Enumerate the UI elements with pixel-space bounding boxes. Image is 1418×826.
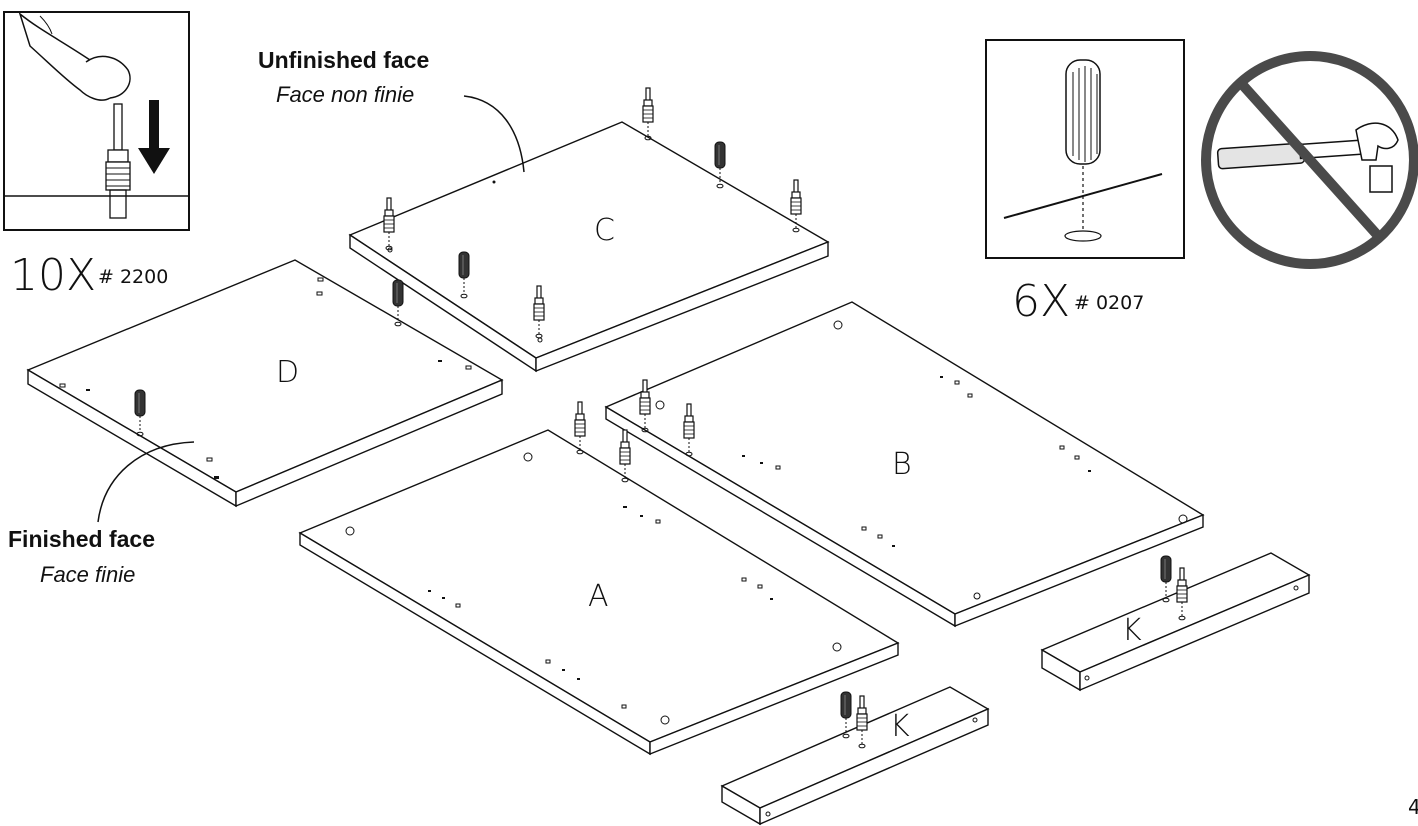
arrow-down-icon: [138, 100, 170, 174]
cam-bolt-icon: [574, 401, 586, 455]
bolt-icon: [105, 103, 131, 219]
inset-cam-bolt: [3, 11, 190, 231]
dowel-icon: [1065, 59, 1101, 165]
panel-d-label: D: [276, 355, 299, 390]
cam-bolt-icon: [642, 87, 654, 141]
finger-icon: [18, 11, 131, 101]
panel-c: [348, 121, 830, 373]
panel-a: [298, 429, 900, 756]
hardware-part-number: # 2200: [98, 266, 168, 288]
hardware-qty: 10X: [10, 250, 96, 301]
dowel-icon: [1160, 555, 1172, 603]
no-hammer-icon: [1201, 51, 1418, 269]
page-number: 4: [1408, 795, 1418, 819]
unfinished-face-label-fr: Face non finie: [276, 82, 414, 107]
hardware-part-number: # 0207: [1074, 292, 1144, 314]
finished-face-label-fr: Face finie: [40, 562, 135, 587]
hardware-qty: 6X: [1012, 276, 1070, 327]
inset-dowel: [985, 39, 1185, 259]
rail-k-right-label: K: [1122, 613, 1142, 648]
unfinished-face-label: Unfinished face: [258, 47, 429, 73]
panel-b: [604, 301, 1205, 628]
rail-k-bottom: [720, 686, 990, 826]
rail-k-bottom-label: K: [890, 709, 910, 744]
panel-c-label: C: [594, 213, 615, 248]
finished-face-label: Finished face: [8, 526, 155, 552]
finished-face-callout: Finished face Face finie: [8, 441, 195, 587]
rail-k-right: [1040, 552, 1311, 692]
panel-a-label: A: [588, 579, 609, 614]
panel-d: [26, 259, 504, 508]
unfinished-face-callout: Unfinished face Face non finie: [258, 47, 525, 173]
panel-b-label: B: [892, 447, 912, 482]
